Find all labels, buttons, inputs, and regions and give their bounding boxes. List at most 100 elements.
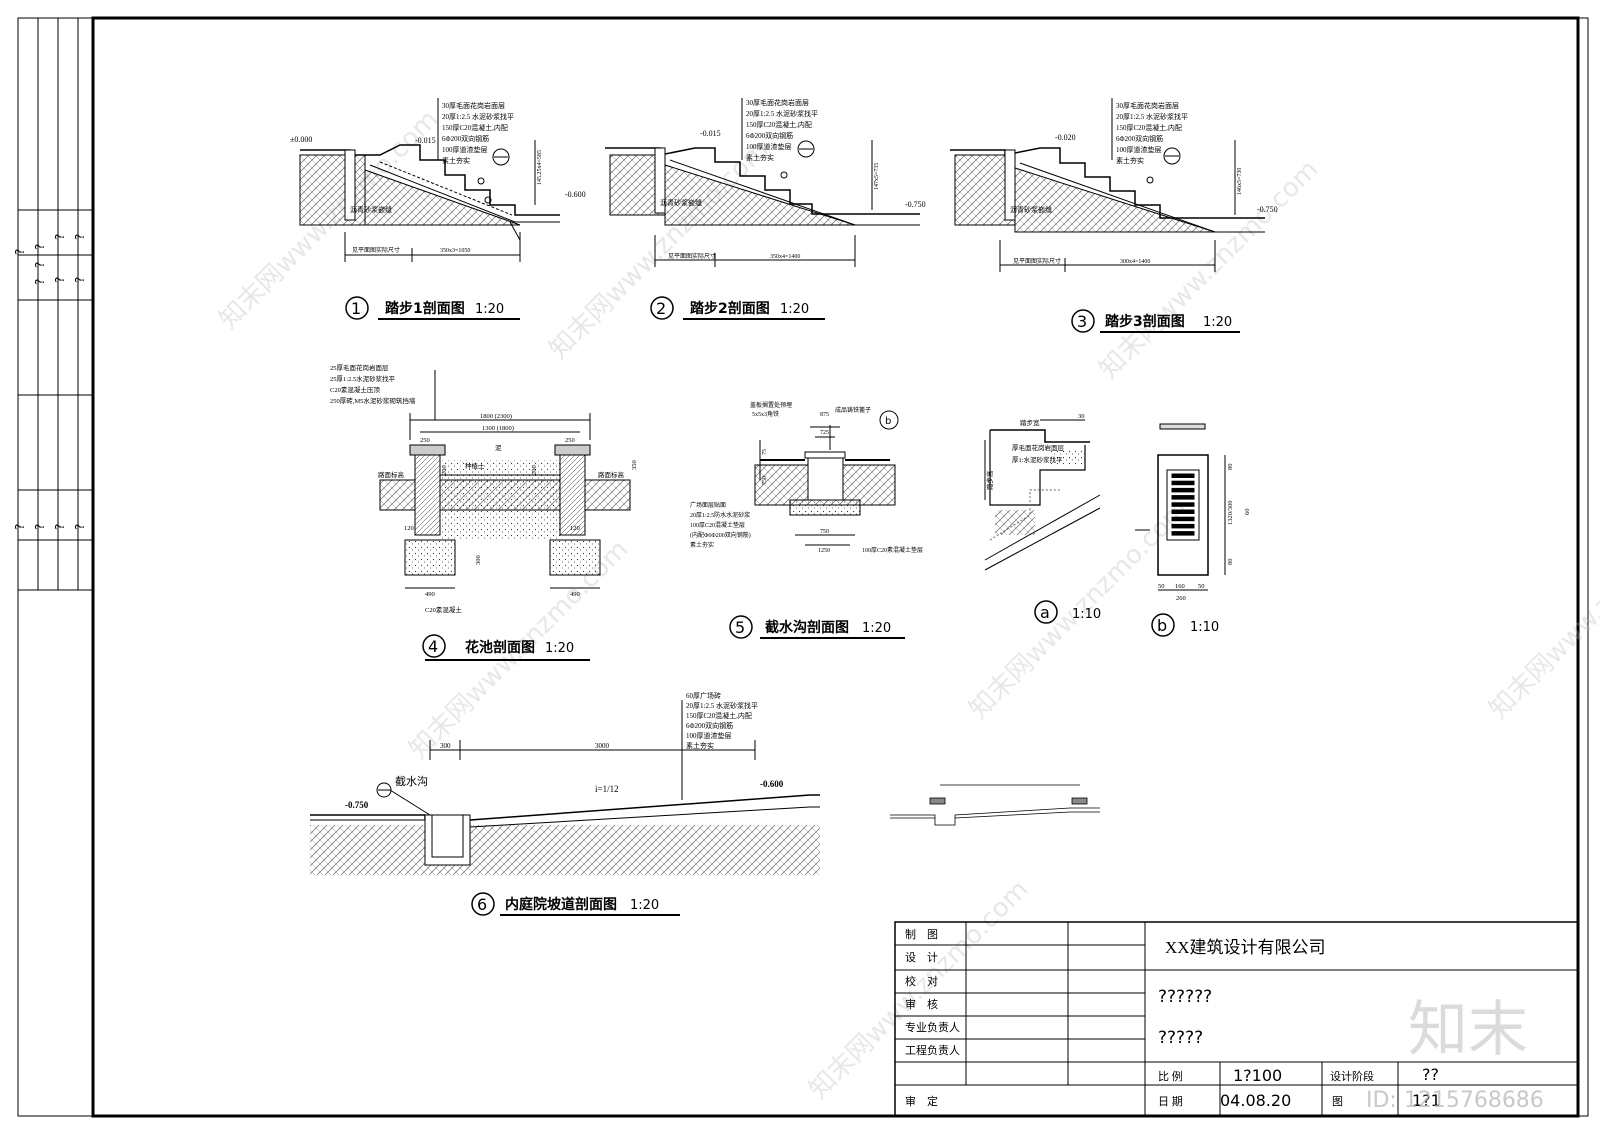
layer-note: 100厚道渣垫层	[1116, 145, 1162, 154]
detail-4-number: 4	[428, 637, 438, 656]
layer-note: 100厚道渣垫层	[686, 731, 732, 740]
detail-2-dim-a: 见平面图实际尺寸	[668, 252, 716, 260]
detail-6-scale: 1:20	[630, 898, 659, 913]
detail-a-caption: a 1:10	[1034, 600, 1101, 624]
detail-6-slope: i=1/12	[595, 784, 619, 794]
layer-note: 素土夯实	[690, 541, 714, 549]
detail-b-w2: 160	[1175, 583, 1185, 590]
detail-5-w725: 725	[820, 430, 829, 436]
ramp-thumbnail	[890, 784, 1100, 826]
detail-b-d2: 1320/300	[1227, 500, 1234, 525]
company-name: XX建筑设计有限公司	[1165, 938, 1326, 957]
left-binding-strip	[18, 18, 93, 591]
detail-1-seam-note: 沥青砂浆嵌缝	[350, 205, 392, 214]
detail-5-w750: 750	[820, 529, 829, 535]
strip-mark: ?	[53, 234, 67, 240]
detail-5-scale: 1:20	[862, 621, 891, 636]
detail-a-layer-1: 厚毛面花岗岩面层	[1012, 443, 1065, 452]
detail-4-dim-inner: 1300 (1800)	[482, 425, 514, 432]
detail-6-level-left: -0.750	[345, 800, 369, 810]
grate-slot	[1171, 502, 1195, 507]
detail-2-scale: 1:20	[780, 302, 809, 317]
detail-5-w875: 875	[820, 412, 829, 418]
layer-note: (内配Φ6Φ200双向钢筋)	[690, 531, 751, 539]
detail-b-d4: 80	[1227, 559, 1234, 566]
title-role-label: 审 定	[905, 1094, 938, 1108]
detail-4-h200-left: 200	[441, 465, 448, 475]
detail-a-number: a	[1040, 603, 1050, 622]
detail-6-title: 内庭院坡道剖面图	[505, 896, 617, 913]
layer-note: 150厚C20混凝土,内配	[686, 711, 752, 720]
detail-3-level-top: -0.020	[1055, 133, 1076, 142]
layer-note: 100厚道渣垫层	[746, 142, 792, 151]
title-role-label: 制 图	[905, 928, 938, 941]
scale-label: 比 例	[1158, 1069, 1183, 1083]
detail-a-tread: 踏步宽	[1020, 418, 1040, 427]
inner-frame	[91, 16, 1580, 1118]
detail-3-title: 踏步3剖面图	[1105, 313, 1185, 330]
detail-5-number: 5	[735, 618, 745, 637]
drawing-no-label: 图	[1332, 1095, 1343, 1108]
detail-4-h300: 300	[475, 555, 482, 565]
title-role-label: 设 计	[905, 951, 938, 964]
detail-1-caption: 1 踏步1剖面图 1:20	[345, 296, 520, 320]
detail-a-riser: 踏步高	[985, 470, 994, 490]
watermark-id: ID: 1215768686	[1366, 1088, 1544, 1113]
detail-1-dim-a: 见平面图实际尺寸	[352, 246, 400, 254]
project-line-2: ?????	[1158, 1028, 1203, 1048]
detail-3-number: 3	[1077, 312, 1087, 331]
strip-marks: ????????????	[13, 234, 87, 530]
layer-note: 25厚毛面花岗岩面层	[330, 363, 389, 372]
strip-mark: ?	[33, 279, 47, 285]
detail-4-dim-outer: 1800 (2300)	[480, 413, 512, 420]
detail-5-bottom-note: 100厚C20素混凝土垫层	[862, 546, 923, 554]
grate-slot	[1171, 480, 1195, 486]
layer-note: 素土夯实	[1116, 156, 1144, 165]
strip-mark: ?	[53, 277, 67, 283]
detail-5-cover: 成品铸铁篦子	[835, 406, 871, 414]
detail-5-top-note-2: 5x5x3角铁	[752, 410, 779, 418]
detail-a-step-nose	[984, 419, 1101, 571]
layer-note: 30厚毛面花岗岩面层	[1116, 101, 1179, 110]
detail-1-title: 踏步1剖面图	[385, 300, 465, 317]
detail-a-w30: 30	[1078, 413, 1085, 420]
detail-2-dim-b: 350x4=1400	[770, 254, 800, 260]
stage-value: ??	[1422, 1065, 1439, 1084]
title-role-label: 校 对	[905, 974, 938, 988]
date-value: 04.08.20	[1220, 1091, 1291, 1110]
detail-4-h350: 350	[631, 460, 638, 470]
detail-2-level-bottom: -0.750	[905, 200, 926, 209]
grate-slot	[1171, 487, 1195, 493]
title-block	[894, 921, 1579, 1117]
layer-note: 20厚1:2.5 水泥砂浆找平	[442, 112, 514, 121]
detail-5-top-note-1: 盖板搁置处预埋	[750, 401, 792, 409]
detail-1-stair-section	[299, 98, 560, 262]
detail-3-scale: 1:20	[1203, 315, 1232, 330]
strip-mark: ?	[13, 524, 27, 530]
project-line-1: ??????	[1158, 987, 1212, 1007]
detail-3-caption: 3 踏步3剖面图 1:20	[1071, 309, 1240, 333]
detail-5-title: 截水沟剖面图	[765, 619, 849, 636]
layer-note: 6Φ200双向钢筋	[686, 721, 733, 730]
detail-6-w3000: 3000	[595, 742, 610, 750]
layer-note: 6Φ200双向钢筋	[442, 134, 489, 143]
detail-4-road-left: 路面标高	[378, 470, 405, 479]
layer-note: 100厚C20混凝土垫层	[690, 521, 745, 529]
detail-5-h75: 75	[762, 449, 768, 455]
strip-mark: ?	[73, 524, 87, 530]
detail-4-mark: 泥	[495, 444, 502, 452]
detail-6-ditch: 截水沟	[395, 774, 428, 788]
detail-b-scale: 1:10	[1190, 620, 1219, 635]
detail-a-scale: 1:10	[1072, 607, 1101, 622]
layer-note: 素土夯实	[686, 741, 714, 750]
detail-6-number: 6	[477, 895, 487, 914]
detail-1-number: 1	[351, 299, 361, 318]
grate-slot	[1171, 509, 1195, 514]
layer-note: 30厚毛面花岗岩面层	[442, 101, 505, 110]
detail-b-w4: 260	[1176, 595, 1186, 602]
detail-2-seam-note: 沥青砂浆嵌缝	[660, 198, 702, 207]
scale-value: 1?100	[1233, 1066, 1282, 1085]
